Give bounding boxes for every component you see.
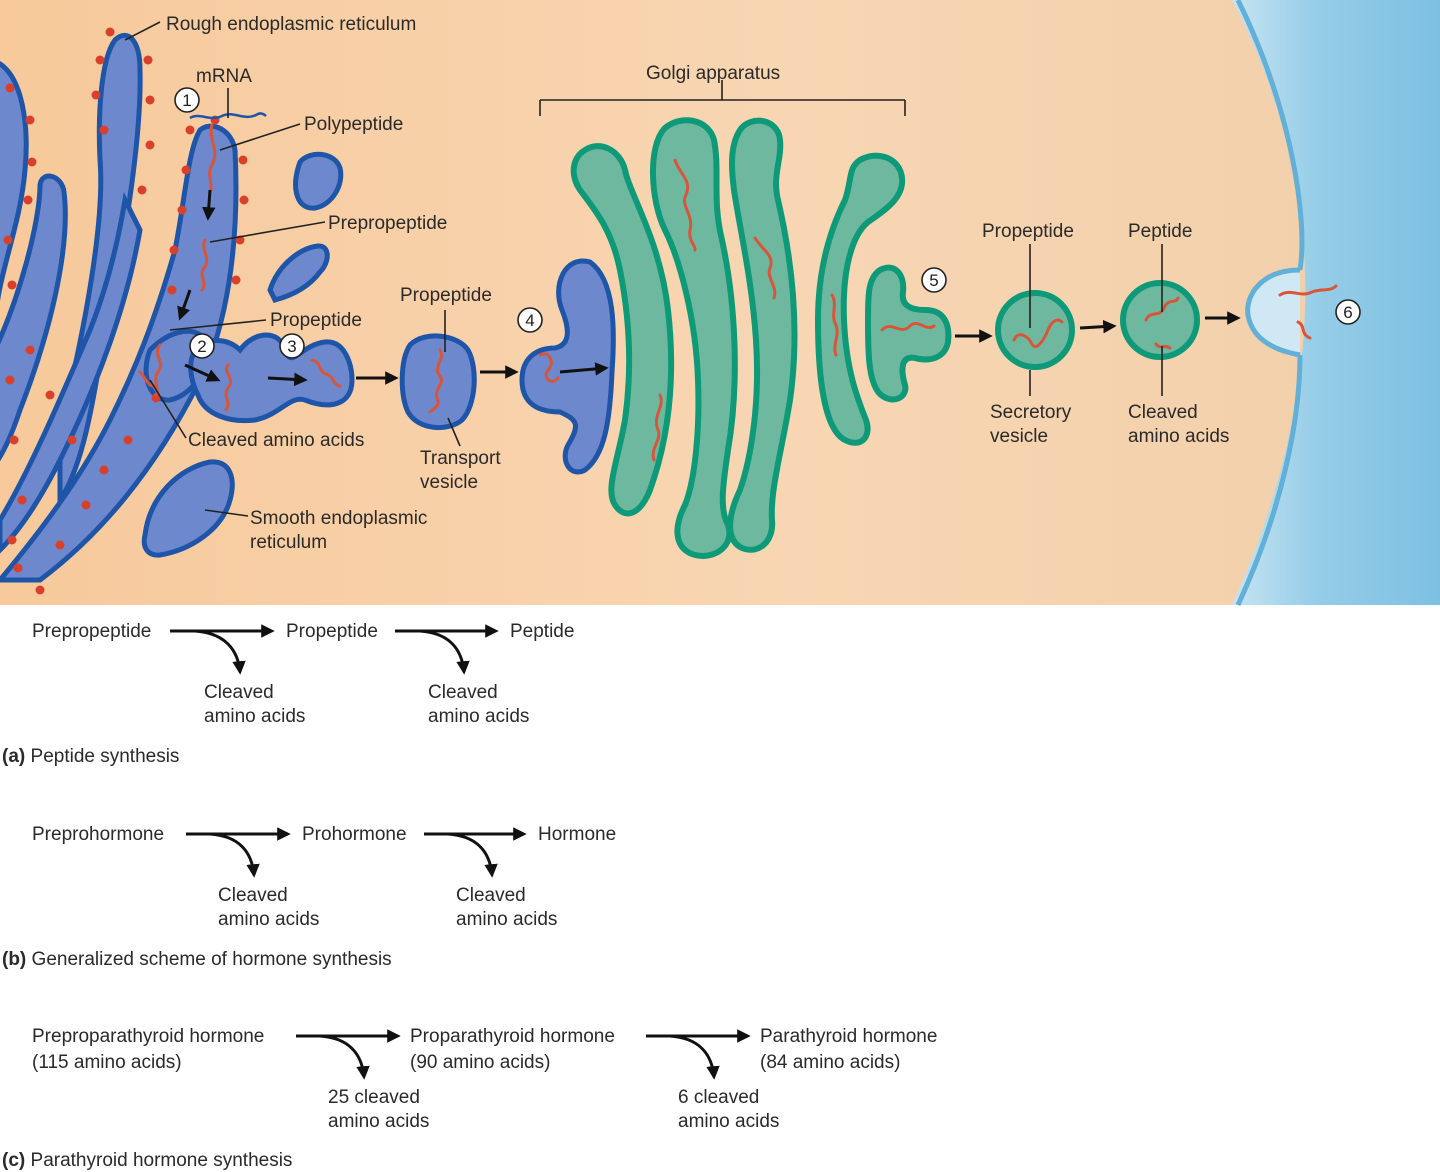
step-marker-6: 6 bbox=[1335, 299, 1361, 325]
cell-membrane-lower bbox=[1235, 354, 1303, 607]
scheme-a-cleaved1-line1: Cleaved bbox=[204, 682, 274, 703]
svg-text:4: 4 bbox=[525, 311, 534, 330]
scheme-b-stage2: Prohormone bbox=[302, 824, 407, 845]
svg-text:3: 3 bbox=[287, 337, 296, 356]
label-secretory-2: vesicle bbox=[990, 426, 1048, 447]
svg-text:2: 2 bbox=[197, 337, 206, 356]
scheme-a-stage1: Prepropeptide bbox=[32, 621, 151, 642]
label-propeptide-sv: Propeptide bbox=[982, 221, 1074, 242]
label-secretory-1: Secretory bbox=[990, 402, 1072, 423]
scheme-c-caption: (c) Parathyroid hormone synthesis bbox=[2, 1150, 292, 1171]
label-transport-1: Transport bbox=[420, 448, 501, 469]
rough-er bbox=[0, 27, 355, 595]
scheme-a-peptide-synthesis: Prepropeptide Propeptide Peptide Cleaved… bbox=[2, 621, 574, 767]
svg-text:6: 6 bbox=[1343, 303, 1352, 322]
scheme-a-cleaved2-line1: Cleaved bbox=[428, 682, 498, 703]
scheme-a-stage3: Peptide bbox=[510, 621, 574, 642]
scheme-c-cleaved1-line1: 25 cleaved bbox=[328, 1087, 420, 1108]
scheme-c-stage3-line2: (84 amino acids) bbox=[760, 1052, 900, 1073]
scheme-a-caption: (a) Peptide synthesis bbox=[2, 746, 179, 767]
scheme-a-stage2: Propeptide bbox=[286, 621, 378, 642]
extracellular-space bbox=[1232, 0, 1440, 605]
scheme-c-stage2-line1: Proparathyroid hormone bbox=[410, 1026, 615, 1047]
label-transport-2: vesicle bbox=[420, 472, 478, 493]
scheme-a-cleaved2-line2: amino acids bbox=[428, 706, 529, 727]
label-golgi: Golgi apparatus bbox=[646, 63, 780, 84]
scheme-c-parathyroid-synthesis: Preproparathyroid hormone (115 amino aci… bbox=[2, 1026, 937, 1171]
scheme-b-cleaved1-line1: Cleaved bbox=[218, 885, 288, 906]
scheme-b-cleaved2-line2: amino acids bbox=[456, 909, 557, 930]
step-marker-4: 4 bbox=[517, 307, 543, 333]
step-markers: 1 2 3 4 5 6 bbox=[174, 87, 1361, 359]
label-peptide: Peptide bbox=[1128, 221, 1192, 242]
scheme-c-stage1-line1: Preproparathyroid hormone bbox=[32, 1026, 264, 1047]
scheme-b-caption: (b) Generalized scheme of hormone synthe… bbox=[2, 949, 392, 970]
scheme-a-cleaved1-line2: amino acids bbox=[204, 706, 305, 727]
svg-text:1: 1 bbox=[182, 91, 191, 110]
scheme-b-stage3: Hormone bbox=[538, 824, 616, 845]
golgi-apparatus bbox=[519, 80, 952, 559]
scheme-c-cleaved1-line2: amino acids bbox=[328, 1111, 429, 1132]
scheme-b-hormone-synthesis: Preprohormone Prohormone Hormone Cleaved… bbox=[2, 824, 616, 970]
step-marker-3: 3 bbox=[279, 333, 305, 359]
scheme-c-cleaved2-line2: amino acids bbox=[678, 1111, 779, 1132]
label-cleaved-sv-2: amino acids bbox=[1128, 426, 1229, 447]
scheme-b-cleaved2-line1: Cleaved bbox=[456, 885, 526, 906]
scheme-c-stage3-line1: Parathyroid hormone bbox=[760, 1026, 937, 1047]
leader-lines bbox=[124, 21, 1163, 517]
ribosomes bbox=[3, 27, 249, 595]
label-cleaved-sv-1: Cleaved bbox=[1128, 402, 1198, 423]
organelle-labels: Rough endoplasmic reticulum mRNA Polypep… bbox=[166, 14, 1229, 553]
label-polypeptide: Polypeptide bbox=[304, 114, 403, 135]
step-marker-1: 1 bbox=[174, 87, 200, 113]
label-cleaved-er: Cleaved amino acids bbox=[188, 430, 364, 451]
scheme-c-cleaved2-line1: 6 cleaved bbox=[678, 1087, 759, 1108]
scheme-b-stage1: Preprohormone bbox=[32, 824, 164, 845]
step-marker-2: 2 bbox=[189, 333, 215, 359]
label-smooth-er-2: reticulum bbox=[250, 532, 327, 553]
transport-vesicle bbox=[356, 333, 519, 431]
svg-text:5: 5 bbox=[929, 271, 938, 290]
scheme-c-stage1-line2: (115 amino acids) bbox=[32, 1052, 182, 1073]
cell-membrane bbox=[1235, 0, 1305, 271]
label-smooth-er-1: Smooth endoplasmic bbox=[250, 508, 427, 529]
secretory-vesicles bbox=[955, 280, 1338, 370]
label-prepropeptide: Prepropeptide bbox=[328, 213, 447, 234]
scheme-c-stage2-line2: (90 amino acids) bbox=[410, 1052, 550, 1073]
label-propeptide-tv: Propeptide bbox=[400, 285, 492, 306]
label-rough-er: Rough endoplasmic reticulum bbox=[166, 14, 416, 35]
label-mrna: mRNA bbox=[196, 66, 252, 87]
step-marker-5: 5 bbox=[921, 267, 947, 293]
label-propeptide-er: Propeptide bbox=[270, 310, 362, 331]
scheme-b-cleaved1-line2: amino acids bbox=[218, 909, 319, 930]
